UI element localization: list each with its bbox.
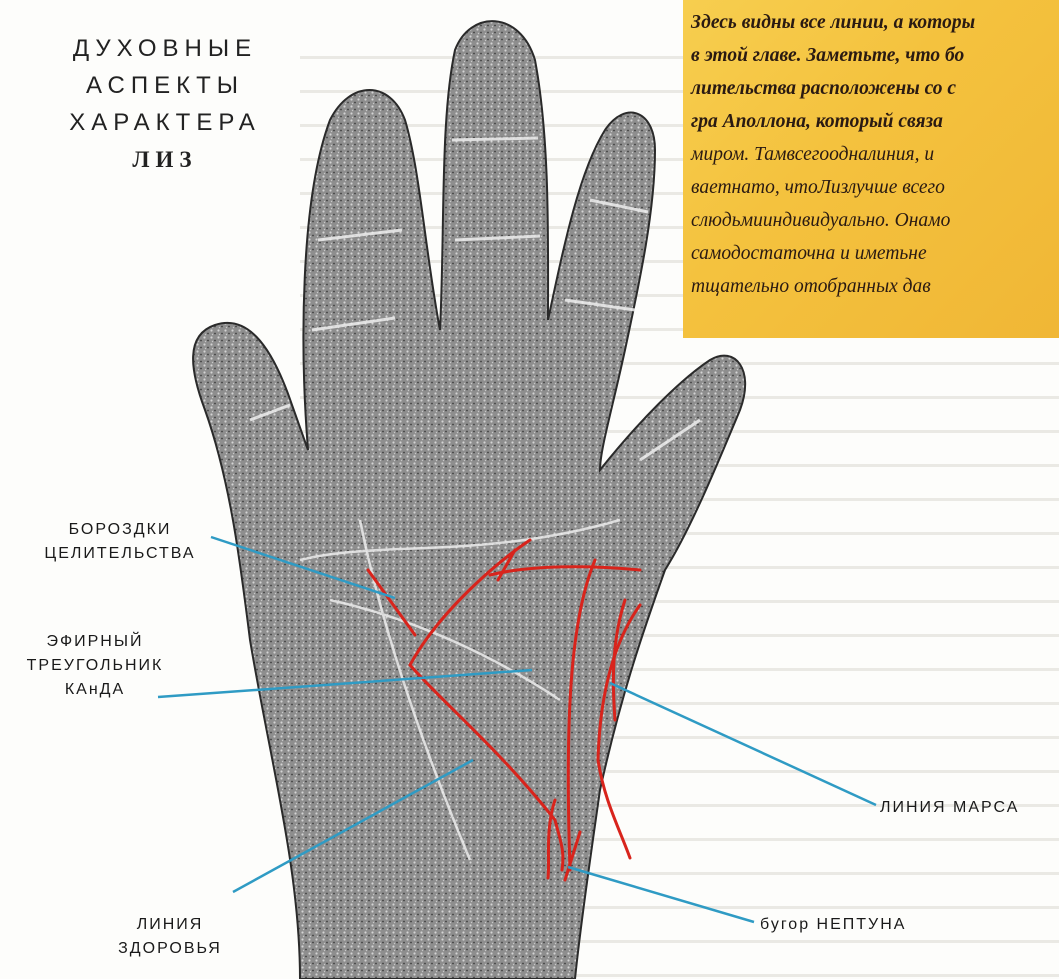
label-triangle-line-1: ЭФИРНЫЙ bbox=[0, 630, 190, 654]
caption-line-1: Здесь видны все линии, а которы bbox=[691, 6, 1059, 39]
caption-line-3: лительства расположены со с bbox=[691, 72, 1059, 105]
label-health-line-1: ЛИНИЯ bbox=[70, 913, 270, 937]
caption-line-7: слюдьмииндивидуально. Онамо bbox=[691, 204, 1059, 237]
label-mars-line: ЛИНИЯ МАРСА bbox=[880, 796, 1059, 820]
label-health-line: ЛИНИЯ ЗДОРОВЬЯ bbox=[70, 913, 270, 961]
caption-line-2: в этой главе. Заметьте, что бо bbox=[691, 39, 1059, 72]
caption-line-6: ваетнато, чтоЛизлучше всего bbox=[691, 171, 1059, 204]
label-healing-furrows: БОРОЗДКИ ЦЕЛИТЕЛЬСТВА bbox=[20, 518, 220, 566]
caption-line-9: тщательно отобранных дав bbox=[691, 270, 1059, 303]
caption-box: Здесь видны все линии, а которы в этой г… bbox=[683, 0, 1059, 338]
title-line-3: ХАРАКТЕРА bbox=[20, 104, 310, 141]
caption-line-4: гра Аполлона, который связа bbox=[691, 105, 1059, 138]
title-name: ЛИЗ bbox=[20, 141, 310, 179]
caption-text: Здесь видны все линии, а которы в этой г… bbox=[691, 6, 1059, 303]
title-line-2: АСПЕКТЫ bbox=[20, 67, 310, 104]
label-healing-line-2: ЦЕЛИТЕЛЬСТВА bbox=[20, 542, 220, 566]
caption-line-5: миром. Тамвсегоодналиния, и bbox=[691, 138, 1059, 171]
title-line-1: ДУХОВНЫЕ bbox=[20, 30, 310, 67]
label-etheric-triangle: ЭФИРНЫЙ ТРЕУГОЛЬНИК КАнДА bbox=[0, 630, 190, 702]
label-triangle-line-2: ТРЕУГОЛЬНИК bbox=[0, 654, 190, 678]
label-triangle-line-3: КАнДА bbox=[0, 678, 190, 702]
label-health-line-2: ЗДОРОВЬЯ bbox=[70, 937, 270, 961]
label-healing-line-1: БОРОЗДКИ bbox=[20, 518, 220, 542]
chapter-title: ДУХОВНЫЕ АСПЕКТЫ ХАРАКТЕРА ЛИЗ bbox=[20, 30, 310, 179]
label-neptune-mount: бугор НЕПТУНА bbox=[760, 913, 990, 937]
caption-line-8: самодостаточна и иметьне bbox=[691, 237, 1059, 270]
